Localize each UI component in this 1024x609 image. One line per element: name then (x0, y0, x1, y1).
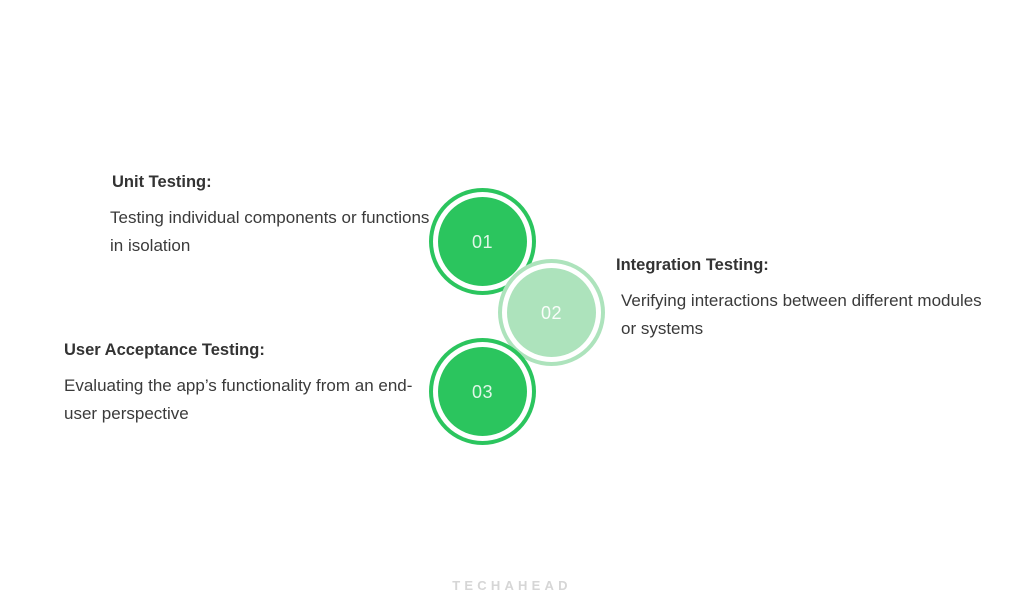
step-circle-02-number: 02 (540, 302, 563, 323)
step-circle-03: 03 (429, 338, 536, 445)
step-circle-01-number: 01 (471, 231, 494, 252)
step-circle-03-number: 03 (471, 381, 494, 402)
step-title-user-acceptance-testing: User Acceptance Testing: (64, 341, 265, 359)
step-description-user-acceptance-testing: Evaluating the app’s functionality from … (64, 375, 413, 423)
step-circle-01-core (438, 197, 527, 286)
step-circle-03-core (438, 347, 527, 436)
step-title-unit-testing: Unit Testing: (112, 173, 212, 191)
step-description-unit-testing: Testing individual components or functio… (110, 207, 430, 255)
step-circle-01: 01 (429, 188, 536, 295)
step-text-block-unit-testing: Unit Testing: Testing individual compone… (110, 173, 430, 260)
step-title-integration-testing: Integration Testing: (616, 256, 769, 274)
step-circle-02: 02 (498, 259, 605, 366)
footer-watermark: TECHAHEAD (452, 578, 572, 593)
step-circle-02-core (507, 268, 596, 357)
step-description-integration-testing: Verifying interactions between different… (621, 290, 982, 338)
step-text-block-user-acceptance-testing: User Acceptance Testing: Evaluating the … (64, 341, 424, 428)
step-text-block-integration-testing: Integration Testing: Verifying interacti… (616, 256, 991, 343)
